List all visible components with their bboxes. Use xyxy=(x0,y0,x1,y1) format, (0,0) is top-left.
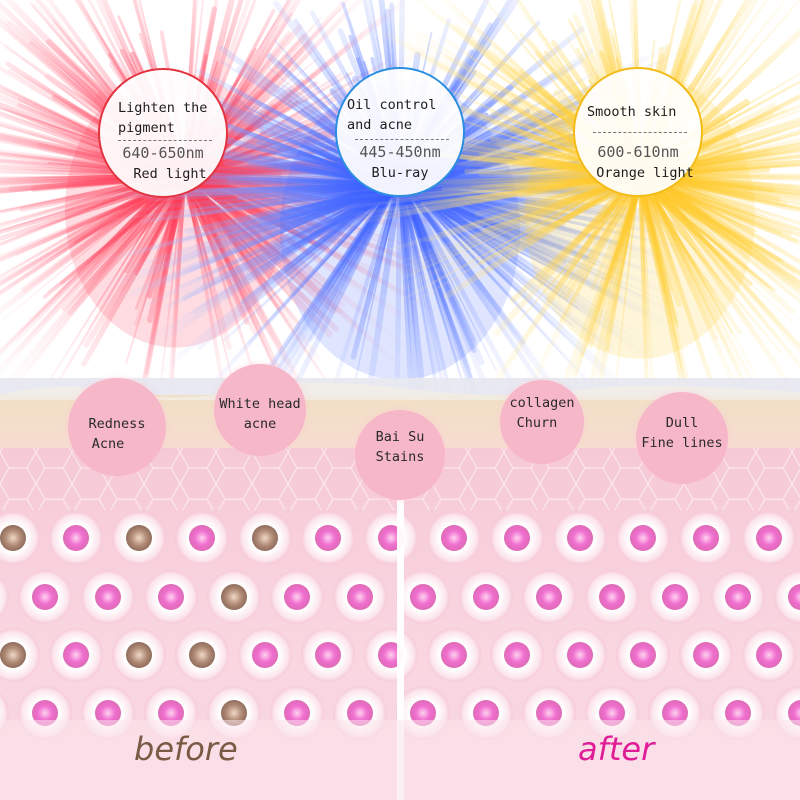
cell-nucleus xyxy=(315,642,341,668)
problem-line1: collagen xyxy=(509,395,575,411)
red-wavelength: 640-650nm xyxy=(122,144,204,162)
pigmented-cell-nucleus xyxy=(221,700,247,726)
blue-benefit-line1: Oil control xyxy=(347,97,437,113)
cell-grid xyxy=(0,511,800,740)
before-after-divider xyxy=(397,500,404,800)
blue-dashed-divider xyxy=(355,139,449,140)
problem-line1: White head xyxy=(219,396,301,412)
pigmented-cell-nucleus xyxy=(252,525,278,551)
problem-line1: Redness xyxy=(88,416,146,432)
cell-nucleus xyxy=(756,525,782,551)
cell-nucleus xyxy=(630,525,656,551)
problem-bubble-redness: Redness Acne xyxy=(68,378,166,476)
cell-nucleus xyxy=(95,700,121,726)
pigmented-cell-nucleus xyxy=(126,642,152,668)
orange-benefit-line1: Smooth skin xyxy=(587,104,677,120)
pigmented-cell-nucleus xyxy=(0,525,26,551)
cell-nucleus xyxy=(189,525,215,551)
problem-line2: Churn xyxy=(516,415,558,431)
cell-nucleus xyxy=(788,700,800,726)
blue-wavelength: 445-450nm xyxy=(359,143,441,161)
cell-nucleus xyxy=(662,584,688,610)
cell-nucleus xyxy=(567,525,593,551)
cell-nucleus xyxy=(441,525,467,551)
red-dashed-divider xyxy=(118,140,212,141)
blue-benefit-line2: and acne xyxy=(347,117,413,133)
cell-nucleus xyxy=(473,584,499,610)
problem-bubble-white-head: White head acne xyxy=(214,364,306,456)
after-label: after xyxy=(578,730,655,768)
problem-line1: Bai Su xyxy=(375,429,425,445)
orange-wavelength: 600-610nm xyxy=(597,143,679,161)
problem-line2: Fine lines xyxy=(641,435,723,451)
cell-nucleus xyxy=(32,584,58,610)
cell-membrane xyxy=(0,576,9,618)
red-light-circle: Lighten the pigment 640-650nm Red light xyxy=(98,68,228,198)
cell-nucleus xyxy=(662,700,688,726)
cell-nucleus xyxy=(32,700,58,726)
pigmented-cell-nucleus xyxy=(126,525,152,551)
problem-bubble-bai-su: Bai Su Stains xyxy=(355,410,445,500)
problem-line1: Dull xyxy=(665,415,699,431)
cell-nucleus xyxy=(347,584,373,610)
orange-light-name: Orange light xyxy=(596,165,694,181)
cell-nucleus xyxy=(441,642,467,668)
cell-nucleus xyxy=(725,700,751,726)
pigmented-cell-nucleus xyxy=(189,642,215,668)
cell-nucleus xyxy=(410,700,436,726)
cell-nucleus xyxy=(725,584,751,610)
cell-nucleus xyxy=(599,700,625,726)
cell-membrane xyxy=(774,570,800,624)
cell-nucleus xyxy=(63,642,89,668)
outer-skin-wave xyxy=(0,382,800,400)
cell-nucleus xyxy=(284,700,310,726)
red-benefit-line2: pigment xyxy=(118,120,175,136)
cell-nucleus xyxy=(95,584,121,610)
pigmented-cell-nucleus xyxy=(0,642,26,668)
red-light-name: Red light xyxy=(133,166,207,182)
cell-nucleus xyxy=(504,642,530,668)
cell-nucleus xyxy=(599,584,625,610)
problem-line2: Stains xyxy=(375,449,425,465)
cell-nucleus xyxy=(158,584,184,610)
blue-light-circle: Oil control and acne 445-450nm Blu-ray xyxy=(335,67,465,197)
cell-nucleus xyxy=(284,584,310,610)
cell-nucleus xyxy=(410,584,436,610)
problem-bubble-dull: Dull Fine lines xyxy=(636,392,728,484)
cell-nucleus xyxy=(315,525,341,551)
pigmented-cell-nucleus xyxy=(221,584,247,610)
cell-nucleus xyxy=(63,525,89,551)
orange-light-circle: Smooth skin 600-610nm Orange light xyxy=(573,67,703,197)
cell-nucleus xyxy=(756,642,782,668)
cell-nucleus xyxy=(630,642,656,668)
cell-nucleus xyxy=(536,584,562,610)
cell-nucleus xyxy=(567,642,593,668)
cell-nucleus xyxy=(473,700,499,726)
cell-nucleus xyxy=(536,700,562,726)
cell-nucleus xyxy=(788,584,800,610)
cell-nucleus xyxy=(693,525,719,551)
cell-nucleus xyxy=(693,642,719,668)
cell-nucleus xyxy=(158,700,184,726)
red-benefit-line1: Lighten the xyxy=(118,100,208,116)
problem-bubble-collagen: collagen Churn xyxy=(500,380,584,464)
bottom-fade xyxy=(0,720,800,800)
problem-line2: acne xyxy=(243,416,277,432)
cell-nucleus xyxy=(252,642,278,668)
problem-line2: Acne xyxy=(91,436,125,452)
cell-nucleus xyxy=(347,700,373,726)
orange-dashed-divider xyxy=(593,132,687,133)
blue-light-name: Blu-ray xyxy=(371,165,429,181)
before-label: before xyxy=(134,730,238,768)
cell-nucleus xyxy=(504,525,530,551)
